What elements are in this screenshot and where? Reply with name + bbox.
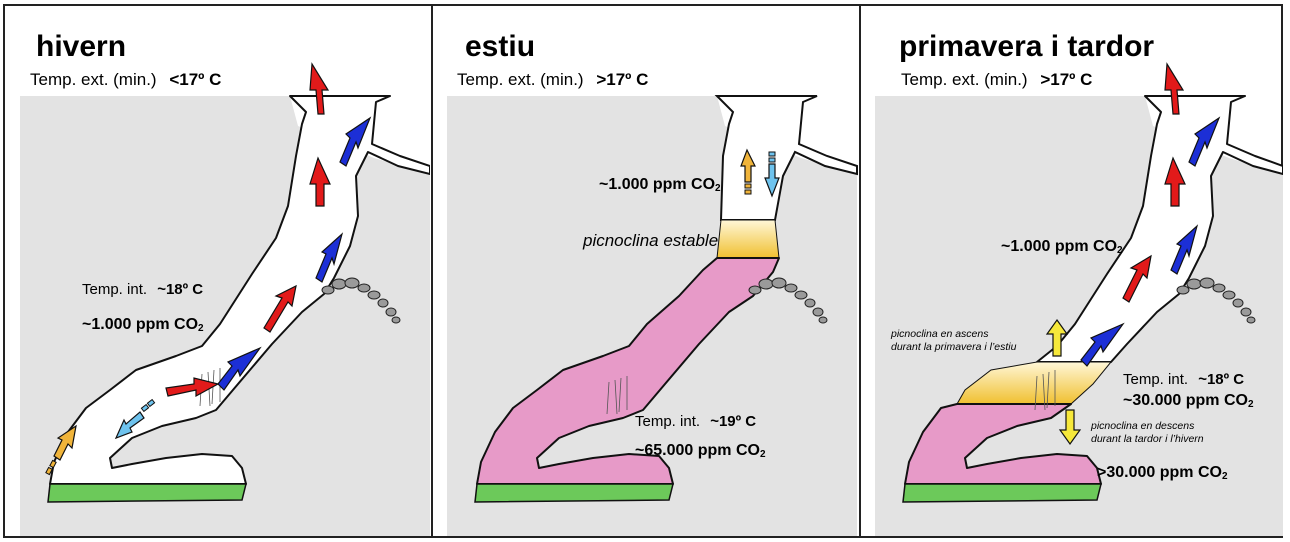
picnocline-descent-note: picnoclina en descens durant la tardor i…	[1091, 420, 1204, 446]
co2-upper-concentration: ~1.000 ppm CO2	[1001, 238, 1123, 256]
co2-subscript: 2	[1221, 471, 1228, 482]
co2-upper-concentration: ~1.000 ppm CO2	[599, 176, 721, 194]
co2-rich-air	[476, 257, 780, 485]
ascent-note-line-1: picnoclina en ascens	[891, 328, 989, 340]
red-right-arrow	[165, 377, 220, 398]
interior-temp-label: Temp. int.	[82, 281, 148, 298]
orange-up-arrow	[740, 148, 756, 183]
red-up-arrow-3	[263, 284, 297, 333]
interior-temp-label: Temp. int.	[1123, 371, 1189, 388]
blue-down-arrow-3	[217, 346, 262, 391]
blue-down-arrow-1	[1188, 116, 1221, 167]
orange-up-arrow	[53, 424, 77, 461]
boulder-pile	[748, 277, 828, 324]
picnocline-ascent-note: picnoclina en ascens durant la primavera…	[891, 328, 1016, 354]
yellow-up-arrow	[1045, 318, 1069, 357]
exterior-temp-value: >17º C	[596, 70, 649, 89]
co2-lower-value: ~65.000 ppm CO	[635, 442, 760, 459]
ground-strip	[902, 483, 1102, 503]
panel-title: estiu	[465, 30, 536, 63]
interior-temp-label: Temp. int.	[635, 413, 701, 430]
co2-lower-value: >30.000 ppm CO	[1097, 464, 1222, 481]
ground-strip	[474, 483, 674, 503]
picnocline-band	[716, 219, 780, 259]
blue-down-arrow-1	[339, 116, 372, 167]
panel-spring-autumn: primavera i tardor Temp. ext. (min.) >17…	[861, 6, 1283, 536]
orange-dashes	[744, 183, 752, 195]
co2-subscript: 2	[715, 183, 721, 194]
descent-note-line-2: durant la tardor i l’hivern	[1091, 433, 1204, 446]
co2-upper-value: ~1.000 ppm CO	[1001, 238, 1118, 255]
co2-value: ~1.000 ppm CO	[82, 316, 199, 333]
co2-subscript: 2	[198, 323, 204, 334]
exterior-temperature: Temp. ext. (min.) <17º C	[30, 71, 221, 88]
cave-gallery	[49, 95, 430, 485]
interior-temp-value: ~18º C	[1198, 371, 1245, 388]
summer-cave-drawing	[447, 95, 858, 536]
interior-temp-value: ~18º C	[157, 281, 204, 298]
co2-subscript: 2	[1247, 399, 1254, 410]
cold-air-arrows	[217, 116, 372, 391]
light-blue-down-arrow	[764, 163, 780, 198]
speleothem-columns	[1034, 370, 1056, 411]
interior-temperature: Temp. int. ~18º C	[1123, 371, 1245, 389]
blue-down-arrow-3	[1080, 322, 1125, 367]
panel-divider-1	[431, 4, 433, 538]
light-blue-dashes	[140, 398, 156, 413]
upper-air-zone	[714, 95, 858, 221]
descent-note-line-1: picnoclina en descens	[1091, 420, 1195, 432]
interior-temperature: Temp. int. ~19º C	[635, 413, 757, 431]
co2-middle-concentration: ~30.000 ppm CO2	[1123, 392, 1254, 410]
panel-title: primavera i tardor	[899, 30, 1155, 63]
warm-air-arrows	[165, 62, 331, 398]
boulder-pile	[321, 277, 401, 324]
co2-upper-value: ~1.000 ppm CO	[599, 176, 716, 193]
co2-subscript: 2	[759, 449, 766, 460]
exterior-temperature: Temp. ext. (min.) >17º C	[457, 71, 648, 88]
yellow-down-arrow	[1058, 409, 1082, 446]
exterior-temp-label: Temp. ext. (min.)	[457, 70, 584, 89]
red-up-arrow-1	[1164, 62, 1185, 115]
co2-middle-value: ~30.000 ppm CO	[1123, 392, 1248, 409]
ground-strip	[47, 483, 247, 503]
interior-temp-value: ~19º C	[710, 413, 757, 430]
orange-dashes	[45, 459, 57, 476]
ascent-note-line-2: durant la primavera i l’estiu	[891, 341, 1017, 354]
co2-lower-concentration: ~65.000 ppm CO2	[635, 442, 766, 460]
picnocline-label: picnoclina estable	[583, 231, 719, 250]
speleothem-columns	[606, 376, 628, 415]
upper-air-zone	[1036, 95, 1283, 363]
exterior-temp-value: <17º C	[169, 70, 222, 89]
interior-temperature: Temp. int. ~18º C	[82, 281, 204, 299]
light-blue-arrow	[114, 411, 145, 440]
red-up-arrow-2	[309, 156, 331, 207]
exterior-temp-value: >17º C	[1040, 70, 1093, 89]
panel-divider-2	[859, 4, 861, 538]
light-blue-dashes	[768, 151, 776, 163]
warm-air-arrows	[1122, 62, 1186, 303]
cold-air-arrows	[1080, 116, 1221, 367]
exterior-temp-label: Temp. ext. (min.)	[901, 70, 1028, 89]
panel-summer: estiu Temp. ext. (min.) >17º C ~1.000 pp…	[433, 6, 858, 536]
winter-cave-drawing	[20, 62, 430, 536]
exterior-temperature: Temp. ext. (min.) >17º C	[901, 71, 1092, 88]
exterior-temp-label: Temp. ext. (min.)	[30, 70, 157, 89]
panel-title: hivern	[36, 30, 127, 63]
co2-concentration: ~1.000 ppm CO2	[82, 316, 204, 334]
panel-winter: hivern Temp. ext. (min.) <17º C Temp. in…	[6, 6, 430, 536]
blue-down-arrow-2	[1170, 224, 1199, 275]
blue-down-arrow-2	[315, 232, 344, 283]
red-up-arrow-2	[1164, 156, 1186, 207]
boulder-pile	[1176, 277, 1256, 324]
co2-rich-air	[904, 403, 1102, 485]
red-up-arrow-1	[309, 62, 330, 115]
co2-lower-concentration: >30.000 ppm CO2	[1097, 464, 1228, 482]
spring-autumn-cave-drawing	[875, 62, 1283, 536]
red-up-arrow-3	[1122, 254, 1152, 303]
co2-subscript: 2	[1117, 245, 1123, 256]
